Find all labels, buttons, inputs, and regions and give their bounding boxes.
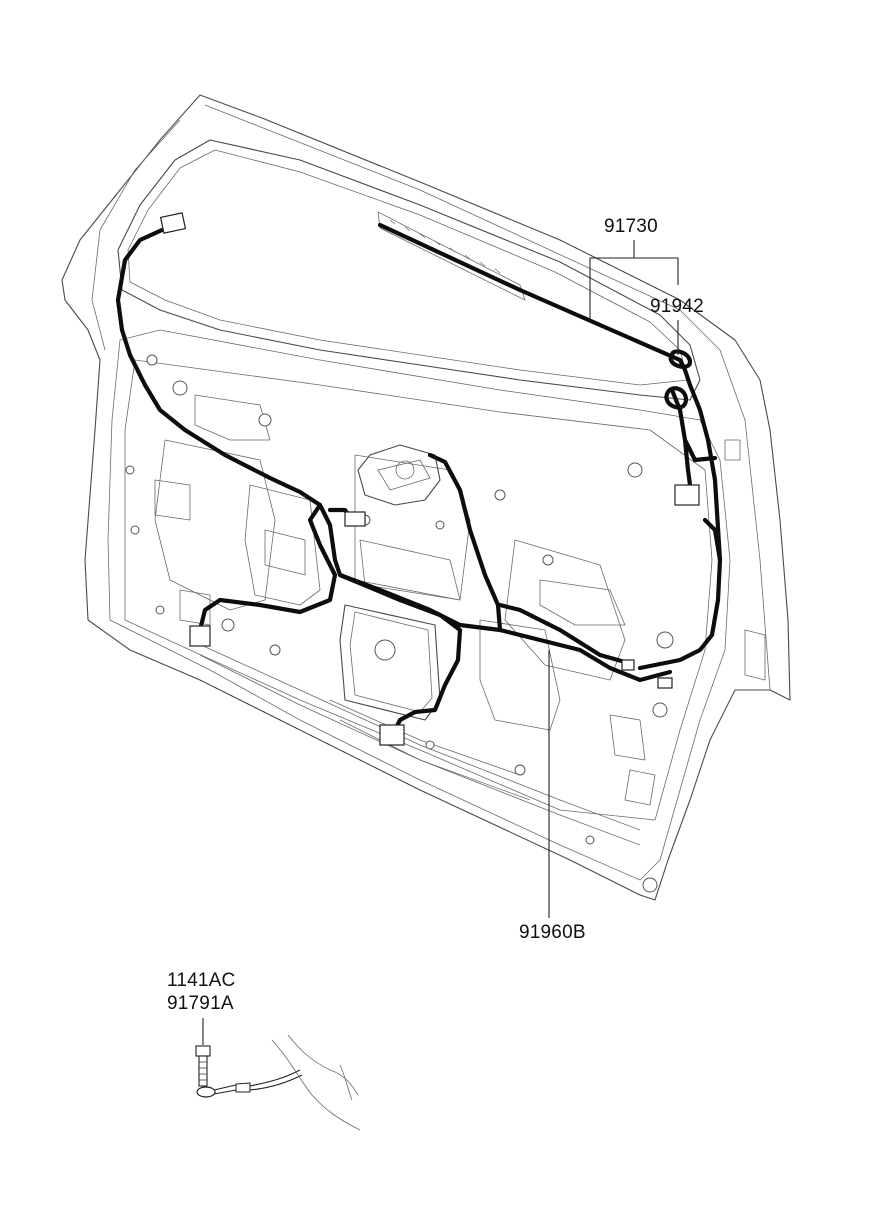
label-1141ac: 1141AC xyxy=(167,970,236,991)
leader-lines xyxy=(202,240,679,1045)
wiring-harness xyxy=(115,212,723,746)
label-91791a: 91791A xyxy=(167,993,234,1014)
tailgate-panel xyxy=(61,94,791,901)
label-91960b: 91960B xyxy=(519,922,586,943)
label-91942: 91942 xyxy=(650,296,704,317)
ground-bolt-detail xyxy=(195,1034,361,1131)
label-91730: 91730 xyxy=(604,216,658,237)
